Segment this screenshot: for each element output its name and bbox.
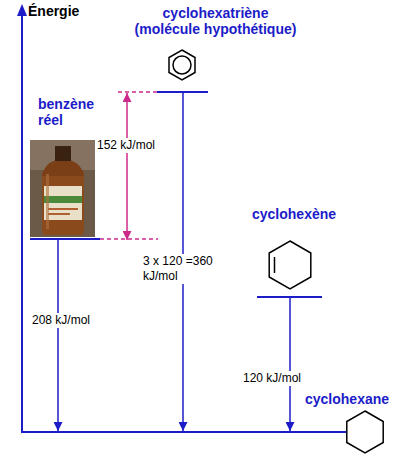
cyclohexane-ring xyxy=(347,411,383,453)
label-print xyxy=(48,208,78,210)
energy-arrow xyxy=(289,298,291,431)
aromatic-circle xyxy=(173,56,191,74)
energy-level: cyclohexatriène (molécule hypothétique) xyxy=(157,45,208,93)
bottle-cap xyxy=(55,146,71,161)
label-stripe xyxy=(44,196,82,203)
dashed-guide xyxy=(118,91,157,93)
bottle-label xyxy=(44,186,82,220)
hexagon xyxy=(269,241,311,289)
axis-arrowhead xyxy=(17,4,27,16)
energy-level: cyclohexane xyxy=(22,431,395,454)
hexagon xyxy=(347,411,383,453)
energy-value: 152 kJ/mol xyxy=(97,138,159,153)
axis-label: Énergie xyxy=(28,3,79,19)
benzene-ring xyxy=(169,50,195,80)
energy-arrow xyxy=(126,93,128,240)
dashed-guide xyxy=(100,238,158,240)
molecule-name: benzène réel xyxy=(38,96,100,128)
molecule-name: cyclohexène xyxy=(252,206,342,222)
molecule-name: cyclohexane xyxy=(305,391,405,407)
bottle-highlight xyxy=(46,174,49,229)
energy-level: benzène réel xyxy=(30,140,100,240)
hexagon xyxy=(169,50,195,80)
bottle-body xyxy=(42,170,84,235)
label-print xyxy=(48,213,70,215)
energy-value: 120 kJ/mol xyxy=(243,371,313,386)
benzene-bottle-photo xyxy=(30,140,95,237)
molecule-name: cyclohexatriène (molécule hypothétique) xyxy=(128,5,303,37)
energy-value: 3 x 120 =360 kJ/mol xyxy=(143,254,217,284)
photo-background xyxy=(30,140,95,237)
energy-level: cyclohexène xyxy=(257,236,322,298)
energy-level-line xyxy=(22,431,346,433)
double-bond xyxy=(274,257,276,273)
energy-value: 208 kJ/mol xyxy=(32,313,102,328)
energy-axis xyxy=(21,14,23,433)
energy-arrow xyxy=(57,240,59,431)
bottle-shoulder xyxy=(42,160,84,176)
cyclohexene-ring xyxy=(269,241,311,289)
